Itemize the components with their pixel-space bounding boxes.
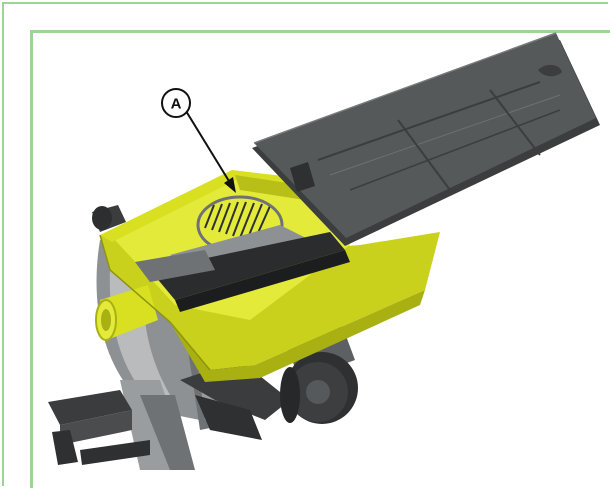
frame-border-top xyxy=(30,30,610,33)
callout-a-leader-line xyxy=(185,110,233,187)
collection-bin xyxy=(95,170,440,382)
callout-a-label: A xyxy=(171,96,182,113)
callout-a: A xyxy=(161,88,236,193)
frame-border-left xyxy=(30,30,33,488)
bin-lid xyxy=(252,32,600,246)
callout-a-circle xyxy=(161,88,191,118)
callout-a-arrowhead xyxy=(224,177,236,193)
